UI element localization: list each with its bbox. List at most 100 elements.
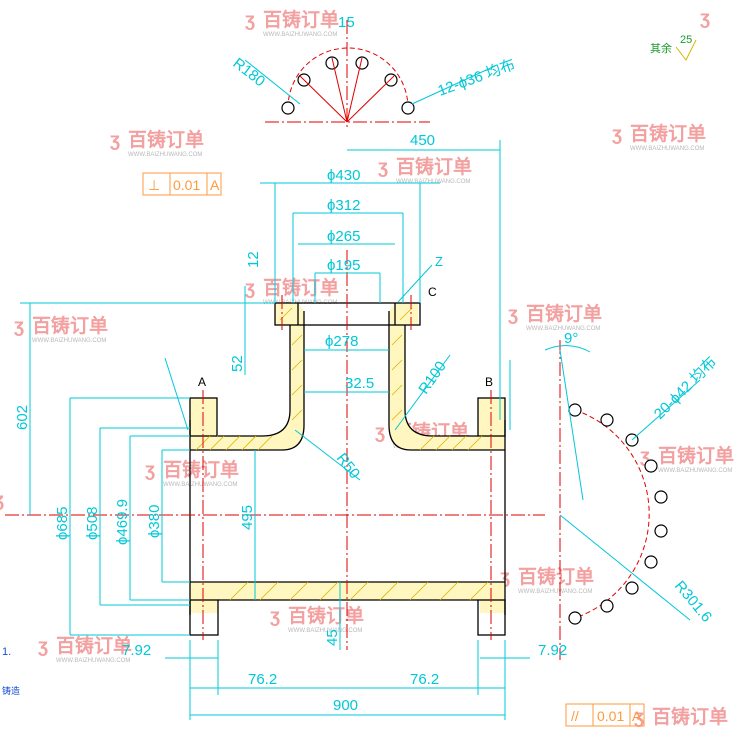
tee-section <box>5 250 545 650</box>
svg-text:WWW.BAIZHUWANG.COM: WWW.BAIZHUWANG.COM <box>518 589 592 595</box>
watermarks: ʒ 百铸订单 WWW.BAIZHUWANG.COM ʒ 百铸订单 WWW.BAI… <box>0 8 734 728</box>
watermark: ʒ 百铸订单 WWW.BAIZHUWANG.COM <box>14 314 108 344</box>
svg-text:WWW.BAIZHUWANG.COM: WWW.BAIZHUWANG.COM <box>396 179 470 185</box>
par-datum: A <box>632 708 642 724</box>
dim-d380: ϕ380 <box>146 505 163 538</box>
svg-text:ʒ: ʒ <box>375 422 385 443</box>
dim-r3016: R301.6 <box>671 578 715 626</box>
svg-text:百铸订单: 百铸订单 <box>288 604 364 627</box>
svg-text:百铸订单: 百铸订单 <box>396 155 472 178</box>
dim-w762-left: 76.2 <box>248 671 277 688</box>
dim-angle-right: 9° <box>564 330 578 347</box>
callouts: A B C Z <box>164 254 511 431</box>
svg-text:WWW.BAIZHUWANG.COM: WWW.BAIZHUWANG.COM <box>163 482 237 488</box>
svg-text:百铸订单: 百铸订单 <box>263 276 339 299</box>
svg-text:百铸订单: 百铸订单 <box>263 8 339 31</box>
svg-text:百铸订单: 百铸订单 <box>630 122 706 145</box>
dim-r180: R180 <box>230 55 269 90</box>
svg-text:WWW.BAIZHUWANG.COM: WWW.BAIZHUWANG.COM <box>658 468 732 474</box>
watermark: ʒ <box>0 490 4 511</box>
dim-w792-left: 7.92 <box>122 642 151 659</box>
watermark: ʒ 百铸订单 WWW.BAIZHUWANG.COM <box>378 155 472 185</box>
svg-text:ʒ: ʒ <box>508 304 518 325</box>
dim-d278: ϕ278 <box>325 333 358 350</box>
svg-text:百铸订单: 百铸订单 <box>652 705 728 728</box>
label-a: A <box>198 375 206 389</box>
svg-text:ʒ: ʒ <box>612 124 622 145</box>
svg-text:WWW.BAIZHUWANG.COM: WWW.BAIZHUWANG.COM <box>128 152 202 158</box>
dim-angle-top: 15 <box>338 14 355 31</box>
svg-text:ʒ: ʒ <box>110 130 120 151</box>
dim-w762-right: 76.2 <box>410 671 439 688</box>
svg-text:WWW.BAIZHUWANG.COM: WWW.BAIZHUWANG.COM <box>32 338 106 344</box>
svg-text:ʒ: ʒ <box>0 490 4 511</box>
svg-text:百铸订单: 百铸订单 <box>128 128 204 151</box>
svg-text:ʒ: ʒ <box>378 157 388 178</box>
svg-text:WWW.BAIZHUWANG.COM: WWW.BAIZHUWANG.COM <box>263 32 337 38</box>
svg-text:百铸订单: 百铸订单 <box>56 634 132 657</box>
dim-holes-right: 20-ϕ42 均布 <box>651 354 720 423</box>
dim-450: 450 <box>410 132 435 149</box>
dim-d265: ϕ265 <box>327 228 360 245</box>
watermark: ʒ 百铸订单 WWW.BAIZHUWANG.COM <box>500 565 594 595</box>
watermark: ʒ 百铸订单 WWW.BAIZHUWANG.COM <box>612 122 706 152</box>
svg-text:ʒ: ʒ <box>245 10 255 31</box>
dim-h45: 45 <box>324 629 341 646</box>
svg-text:百铸订单: 百铸订单 <box>658 444 734 467</box>
svg-text:ʒ: ʒ <box>245 278 255 299</box>
dim-d430: ϕ430 <box>327 167 360 184</box>
roughness-note: 其余 25 1. 铸造 <box>2 34 697 696</box>
dim-w900: 900 <box>333 697 358 714</box>
perp-symbol: ⊥ <box>148 177 160 193</box>
watermark: ʒ <box>700 8 710 29</box>
watermark: ʒ 百铸订单 WWW.BAIZHUWANG.COM <box>245 8 339 38</box>
watermark: ʒ 百铸订单 WWW.BAIZHUWANG.COM <box>270 604 364 634</box>
svg-text:WWW.BAIZHUWANG.COM: WWW.BAIZHUWANG.COM <box>288 628 362 634</box>
note-left-dot: 1. <box>2 646 11 658</box>
perp-datum: A <box>210 177 220 193</box>
svg-text:百铸订单: 百铸订单 <box>518 565 594 588</box>
dim-d312: ϕ312 <box>327 197 360 214</box>
dim-r100: R100 <box>415 358 449 397</box>
dim-d195: ϕ195 <box>327 257 360 274</box>
watermark: ʒ 百铸订单 <box>634 705 728 728</box>
par-value: 0.01 <box>597 708 624 724</box>
svg-text:ʒ: ʒ <box>38 636 48 657</box>
svg-text:百铸订单: 百铸订单 <box>526 302 602 325</box>
roughness-label: 其余 <box>650 41 672 55</box>
svg-text:WWW.BAIZHUWANG.COM: WWW.BAIZHUWANG.COM <box>56 658 130 664</box>
label-b: B <box>485 375 493 389</box>
dim-r50: R50 <box>333 450 363 482</box>
svg-text:ʒ: ʒ <box>14 316 24 337</box>
note-left-text: 铸造 <box>2 685 20 696</box>
watermark: ʒ 百铸订单 WWW.BAIZHUWANG.COM <box>640 444 734 474</box>
watermark: ʒ 百铸订单 WWW.BAIZHUWANG.COM <box>245 276 339 306</box>
svg-text:ʒ: ʒ <box>634 707 644 728</box>
dim-h495: 495 <box>239 505 256 530</box>
perp-value: 0.01 <box>173 177 200 193</box>
watermark: ʒ 百铸订单 WWW.BAIZHUWANG.COM <box>145 458 239 488</box>
watermark: ʒ 百铸订单 WWW.BAIZHUWANG.COM <box>110 128 204 158</box>
watermark: ʒ 百铸订单 WWW.BAIZHUWANG.COM <box>508 302 602 332</box>
svg-text:百铸订单: 百铸订单 <box>163 458 239 481</box>
svg-text:百铸订单: 百铸订单 <box>32 314 108 337</box>
perpendicularity-frame: ⊥ 0.01 A <box>142 172 222 196</box>
right-flange-view: 9° 20-ϕ42 均布 R301.6 <box>544 330 720 660</box>
dim-w792-right: 7.92 <box>538 642 567 659</box>
label-z: Z <box>435 254 443 269</box>
svg-text:ʒ: ʒ <box>700 8 710 29</box>
svg-text:WWW.BAIZHUWANG.COM: WWW.BAIZHUWANG.COM <box>526 326 600 332</box>
svg-text:ʒ: ʒ <box>640 446 650 467</box>
watermark: ʒ 百铸订单 WWW.BAIZHUWANG.COM <box>38 634 132 664</box>
dim-h602: 602 <box>14 405 31 430</box>
dim-holes-top: 12-ϕ36 均布 <box>436 56 518 100</box>
parallelism-frame: // 0.01 A <box>565 703 645 727</box>
label-c: C <box>428 285 437 299</box>
svg-text:ʒ: ʒ <box>270 606 280 627</box>
dim-d508: ϕ508 <box>84 507 101 540</box>
svg-text:ʒ: ʒ <box>145 460 155 481</box>
dim-t325: 32.5 <box>345 375 374 392</box>
par-symbol: // <box>571 708 579 724</box>
dim-d4699: ϕ469.9 <box>114 499 131 545</box>
